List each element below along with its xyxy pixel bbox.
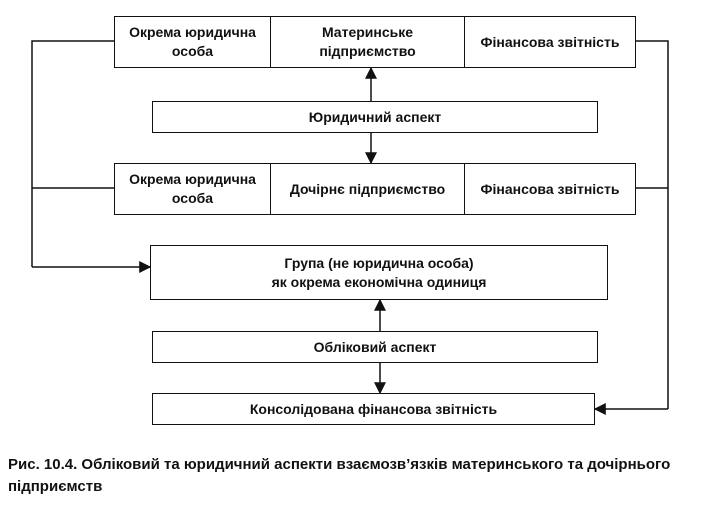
- legal-aspect-label: Юридичний аспект: [308, 108, 442, 125]
- accounting-aspect-box: Обліковий аспект: [152, 331, 598, 363]
- accounting-aspect-label: Обліковий аспект: [313, 338, 437, 355]
- parent-company-cell: Материнське підприємство: [270, 17, 464, 67]
- group-box-line-2: як окрема економічна одиниця: [271, 273, 487, 290]
- figure-caption: Рис. 10.4. Обліковий та юридичний аспект…: [8, 456, 671, 495]
- separate-legal-entity-label: Окрема юридична особа: [129, 171, 256, 206]
- separate-legal-entity-cell: Окрема юридична особа: [115, 164, 270, 214]
- subsidiary-row: Окрема юридична особа Дочірнє підприємст…: [114, 163, 636, 215]
- financial-statements-label: Фінансова звітність: [480, 180, 620, 197]
- financial-statements-cell: Фінансова звітність: [464, 164, 635, 214]
- consolidated-statements-label: Консолідована фінансова звітність: [249, 400, 498, 417]
- parent-company-row: Окрема юридична особа Материнське підпри…: [114, 16, 636, 68]
- subsidiary-cell: Дочірнє підприємство: [270, 164, 464, 214]
- financial-statements-cell: Фінансова звітність: [464, 17, 635, 67]
- separate-legal-entity-cell: Окрема юридична особа: [115, 17, 270, 67]
- legal-aspect-box: Юридичний аспект: [152, 101, 598, 133]
- parent-company-label: Материнське підприємство: [319, 24, 416, 59]
- separate-legal-entity-label: Окрема юридична особа: [129, 24, 256, 59]
- subsidiary-label: Дочірнє підприємство: [289, 180, 446, 197]
- consolidated-statements-box: Консолідована фінансова звітність: [152, 393, 595, 425]
- right-connector-top: [636, 40, 669, 409]
- group-box: Група (не юридична особа) як окрема екон…: [150, 245, 608, 300]
- group-box-line-1: Група (не юридична особа): [284, 254, 474, 271]
- financial-statements-label: Фінансова звітність: [480, 33, 620, 50]
- left-connector-top: [31, 40, 114, 267]
